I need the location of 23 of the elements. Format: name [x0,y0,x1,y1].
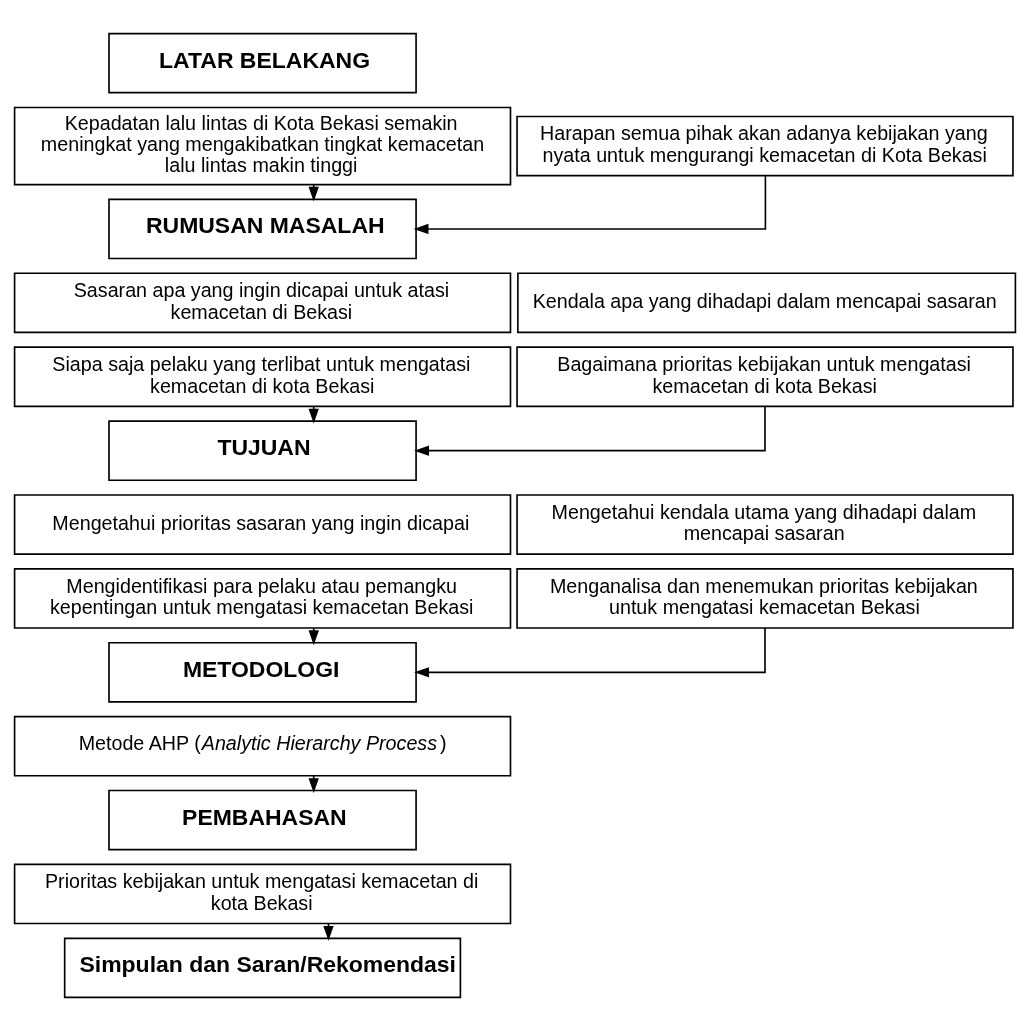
node-box: Metode AHP (Analytic Hierarchy Process) [13,715,512,777]
arrow [414,627,766,678]
node-box: Mengidentifikasi para pelaku atau pemangku kepentingan untuk mengatasi kemacetan Bekasi [13,568,512,629]
node-box: METODOLOGI [108,641,417,703]
node-box: Kendala apa yang dihadapi dalam mencapai sasaran [517,272,1017,334]
node-box: LATAR BELAKANG [108,32,417,94]
node-box: Siapa saja pelaku yang terlibat untuk mengatasi kemacetan di kota Bekasi [13,346,512,408]
node-box: Prioritas kebijakan untuk mengatasi kemacetan di kota Bekasi [13,863,512,925]
arrow [413,175,767,235]
node-box: PEMBAHASAN [108,789,417,851]
node-box: Simpulan dan Saran/Rekomendasi [63,937,462,999]
node-box: Mengetahui kendala utama yang dihadapi dalam mencapai sasaran [516,494,1014,555]
node-box: TUJUAN [108,420,417,481]
node-box: Sasaran apa yang ingin dicapai untuk atasi kemacetan di Bekasi [13,272,512,334]
arrow [414,405,766,456]
node-box: RUMUSAN MASALAH [108,198,417,260]
node-box: Kepadatan lalu lintas di Kota Bekasi semakin meningkat yang mengakibatkan tingkat kemacetan lalu lintas makin tinggi [13,106,512,186]
arrow [308,184,319,202]
node-box: Menganalisa dan menemukan prioritas kebijakan untuk mengatasi kemacetan Bekasi [516,568,1014,629]
arrow [308,405,319,424]
node-box: Mengetahui prioritas sasaran yang ingin dicapai [13,494,512,555]
node-box: Bagaimana prioritas kebijakan untuk mengatasi kemacetan di kota Bekasi [516,346,1014,408]
node-box: Harapan semua pihak akan adanya kebijakan yang nyata untuk mengurangi kemacetan di Kota Bekasi [516,115,1014,177]
